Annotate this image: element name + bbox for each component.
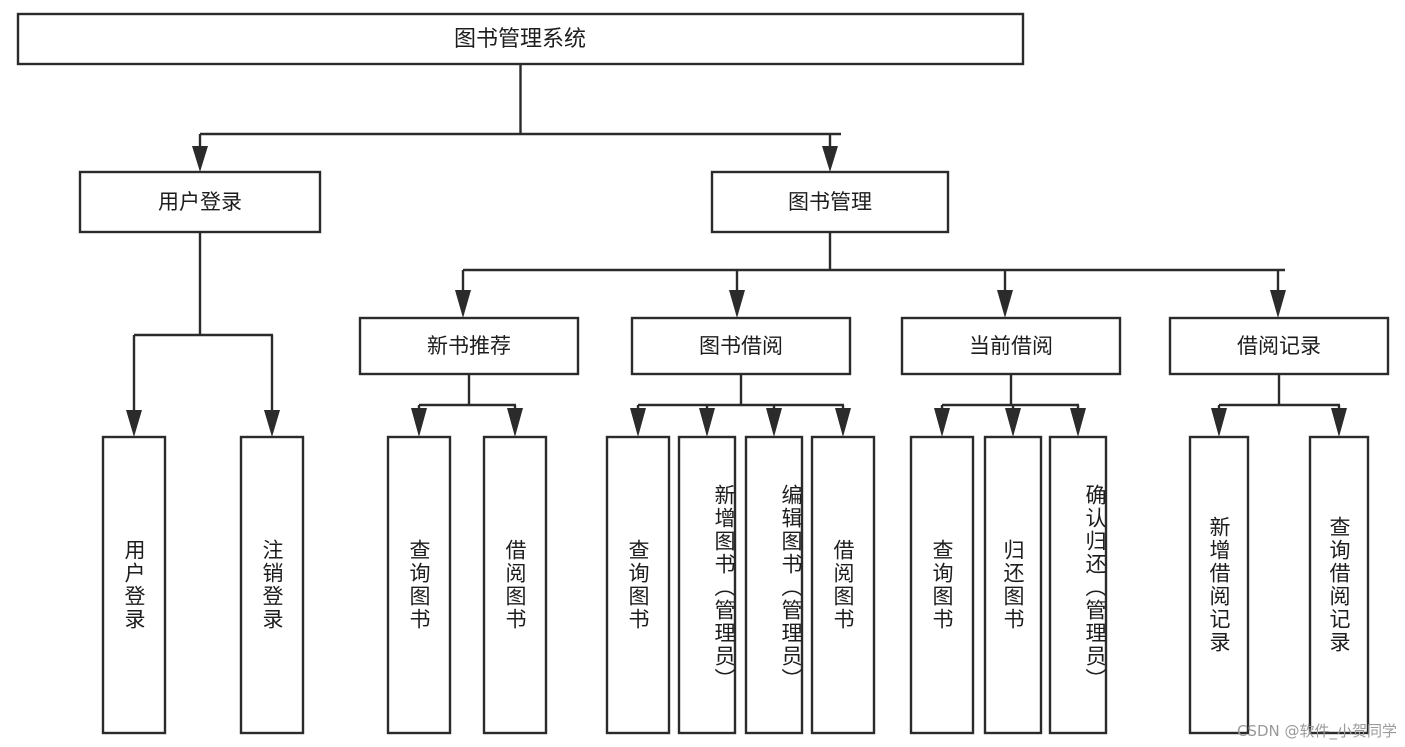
node-new-book-recommend[interactable]: 新书推荐 (358, 316, 580, 376)
node-current-borrow-label: 当前借阅 (969, 334, 1053, 358)
node-root-label: 图书管理系统 (454, 27, 586, 52)
node-current-borrow-box[interactable] (900, 316, 1122, 376)
leaf-box-query-books-2[interactable] (605, 435, 671, 735)
node-book-management-label: 图书管理 (788, 190, 872, 214)
node-user-login[interactable]: 用户登录 (78, 170, 322, 234)
arrow-head-leaf-borrow-books-2 (835, 408, 851, 437)
arrow-head-leaf-user-login (126, 410, 142, 437)
arrow-head-borrow-record (1270, 290, 1286, 318)
node-book-borrow-label: 图书借阅 (699, 334, 783, 358)
connector-current-borrow-to-leaves (934, 374, 1086, 437)
leaf-box-return-books[interactable] (983, 435, 1043, 735)
node-book-borrow-box[interactable] (630, 316, 852, 376)
leaf-box-edit-book-admin[interactable] (744, 435, 804, 735)
arrow-head-leaf-confirm-return-admin (1070, 408, 1086, 437)
connector-book-management-to-level3 (455, 232, 1286, 318)
arrow-head-leaf-add-borrow-record (1211, 408, 1227, 437)
node-borrow-record-label: 借阅记录 (1237, 334, 1321, 358)
arrow-head-leaf-query-books-3 (934, 408, 950, 437)
node-book-management[interactable]: 图书管理 (710, 170, 950, 234)
node-new-book-recommend-box[interactable] (358, 316, 580, 376)
arrow-head-leaf-query-books-1 (411, 408, 427, 437)
leaf-box-borrow-books-2[interactable] (810, 435, 876, 735)
leaf-box-user-login[interactable] (101, 435, 167, 735)
connector-root-to-level2 (192, 64, 841, 172)
leaf-box-query-borrow-record[interactable] (1308, 435, 1370, 735)
leaf-box-query-books-1[interactable] (386, 435, 452, 735)
node-current-borrow[interactable]: 当前借阅 (900, 316, 1122, 376)
leaf-box-query-books-3[interactable] (909, 435, 975, 735)
node-borrow-record-box[interactable] (1168, 316, 1390, 376)
arrow-head-leaf-query-books-2 (630, 408, 646, 437)
connector-new-book-recommend-to-leaves (411, 374, 523, 437)
watermark-text: CSDN @软件_小贺同学 (1236, 722, 1397, 740)
node-root-box[interactable] (16, 12, 1025, 66)
arrow-head-new-book-recommend (455, 290, 471, 318)
leaf-boxes (101, 435, 1370, 735)
node-root[interactable]: 图书管理系统 (16, 12, 1025, 66)
connector-borrow-record-to-leaves (1211, 374, 1347, 437)
arrow-head-user-login (192, 146, 208, 172)
leaf-box-borrow-books-1[interactable] (482, 435, 548, 735)
arrow-head-leaf-query-borrow-record (1331, 408, 1347, 437)
node-book-management-box[interactable] (710, 170, 950, 234)
leaf-box-confirm-return-admin[interactable] (1048, 435, 1108, 735)
node-borrow-record[interactable]: 借阅记录 (1168, 316, 1390, 376)
arrow-head-book-management (822, 146, 838, 172)
node-new-book-recommend-label: 新书推荐 (427, 334, 511, 358)
arrow-head-leaf-logout (264, 410, 280, 437)
arrow-head-leaf-add-book-admin (699, 408, 715, 437)
arrow-head-leaf-return-books (1005, 408, 1021, 437)
connector-book-borrow-to-leaves (630, 374, 851, 437)
connector-user-login-to-leaves (126, 232, 280, 437)
leaf-box-add-book-admin[interactable] (677, 435, 737, 735)
arrow-head-leaf-edit-book-admin (766, 408, 782, 437)
node-user-login-label: 用户登录 (158, 190, 242, 214)
leaf-box-add-borrow-record[interactable] (1188, 435, 1250, 735)
leaf-box-logout[interactable] (239, 435, 305, 735)
arrow-head-current-borrow (997, 290, 1013, 318)
arrow-head-leaf-borrow-books-1 (507, 408, 523, 437)
arrow-head-book-borrow (729, 290, 745, 318)
node-user-login-box[interactable] (78, 170, 322, 234)
node-book-borrow[interactable]: 图书借阅 (630, 316, 852, 376)
